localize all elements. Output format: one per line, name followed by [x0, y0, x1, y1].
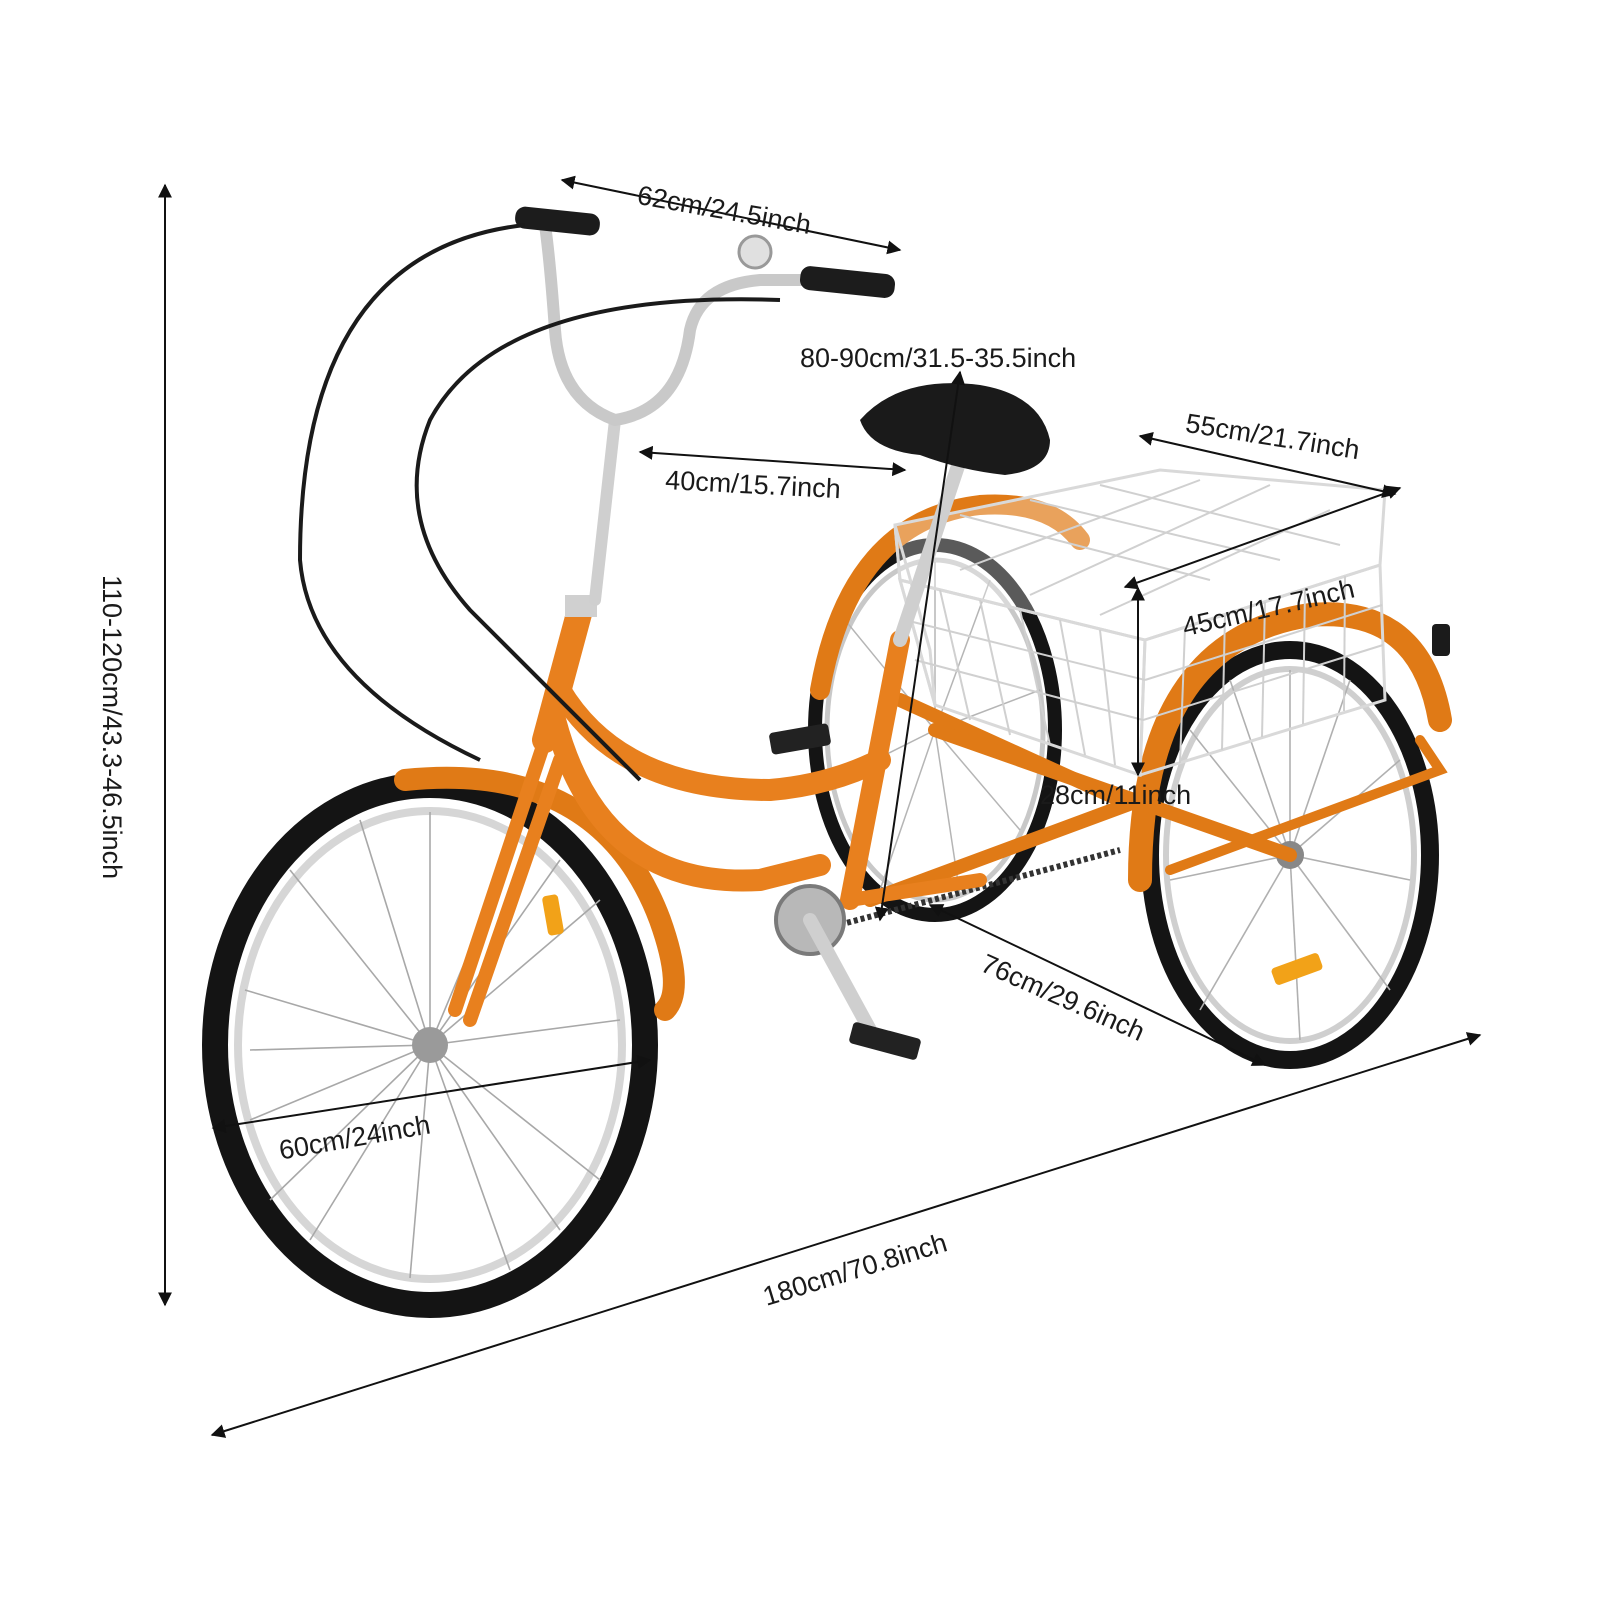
- right-grip: [799, 266, 896, 298]
- dim-line-handlebar-width: [560, 175, 902, 255]
- dim-line-seat-to-stem: [638, 445, 907, 477]
- handlebar: [539, 219, 806, 426]
- dimension-lines: [158, 175, 1482, 1438]
- dim-line-seat-height: [874, 370, 966, 922]
- label-basket-height: 28cm/11inch: [1040, 780, 1192, 810]
- crankset: [769, 723, 921, 1060]
- brake-cable-right: [414, 297, 781, 782]
- front-wheel: [202, 772, 658, 1318]
- label-overall-height: 110-120cm/43.3-46.5inch: [97, 575, 127, 880]
- saddle: [860, 383, 1050, 475]
- chain: [819, 847, 1121, 933]
- bell: [737, 234, 773, 270]
- dim-line-basket-length: [1138, 431, 1397, 499]
- dim-line-basket-width: [1123, 485, 1402, 590]
- brake-cable-left: [297, 223, 526, 762]
- dim-line-overall-length: [210, 1032, 1482, 1438]
- rear-reflector: [1432, 624, 1450, 656]
- rear-right-fender: [1128, 602, 1452, 892]
- stem: [589, 414, 621, 606]
- left-grip: [515, 206, 600, 236]
- dim-line-front-wheel: [211, 1055, 652, 1133]
- label-seat-height: 80-90cm/31.5-35.5inch: [800, 343, 1077, 373]
- rear-guard-rail: [1165, 735, 1448, 875]
- front-fender: [394, 766, 685, 1021]
- head-tube-clamp: [565, 595, 597, 617]
